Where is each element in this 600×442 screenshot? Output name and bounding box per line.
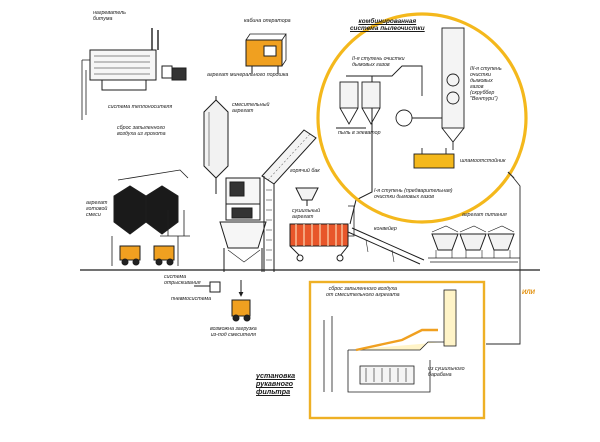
label-stage3: III-я ступень очистки дымовых газов (скр… [470,66,502,102]
feeding-unit [428,225,520,263]
label-mixing-unit: смесительный агрегат [232,102,270,114]
drying-drum [289,205,355,262]
label-bag-dust: сброс запыленного воздуха от смесительно… [326,286,400,298]
label-finished-mix: агрегат готовой смеси [86,200,108,218]
label-hot-bunker: горячий бак [290,168,320,174]
label-drying-unit: сушильный агрегат [292,208,321,220]
label-hot-dust-return: сброс запыленного воздуха из грохота [117,125,166,137]
label-stage2: II-я ступень очистки дымовых газов [352,56,405,68]
label-pneumatics: пневмосистема [171,296,212,302]
label-from-dryer: из сушильного барабана [428,366,465,378]
combined-system-title: комбинированная система пылеочистки [350,18,425,32]
bag-filter-frame [308,280,486,420]
label-sludge: шламоотстойник [460,158,506,164]
or-connector [486,171,521,345]
operator-cabin [245,33,287,74]
combined-dust-system [316,12,528,224]
label-feeding-unit: агрегат питания [462,212,507,218]
label-conveyor: конвейер [374,226,397,232]
label-bag-filter: установка рукавного фильтра [256,371,296,396]
bucket-elevator [261,129,317,272]
label-or: ИЛИ [522,290,535,296]
pneumatic-box [194,281,221,293]
hot-bunker [295,187,319,206]
finished-mix-silos [111,169,190,266]
truck-under-mixer [231,280,251,322]
feed-conveyor [347,227,425,265]
mineral-powder-silo [203,96,229,194]
label-bitumen-heater: нагреватель битума [93,10,126,22]
label-thermal-oil: система теплоносителя [108,104,173,110]
label-direct-loading: возможна загрузка из-под смесителя [210,326,257,338]
label-stage1: I-я ступень (предварительная) очистки ды… [374,188,453,200]
label-operator-cabin: кабина оператора [244,18,291,24]
label-dosing-system: система отрыскивания [164,274,201,286]
mixing-tower [219,177,267,272]
label-dust-elevator: пыль в элеватор [338,130,381,136]
label-mineral-powder: агрегат минерального порошка [207,72,289,78]
trucks-under-silos [119,245,175,266]
bitumen-heater [81,28,187,120]
